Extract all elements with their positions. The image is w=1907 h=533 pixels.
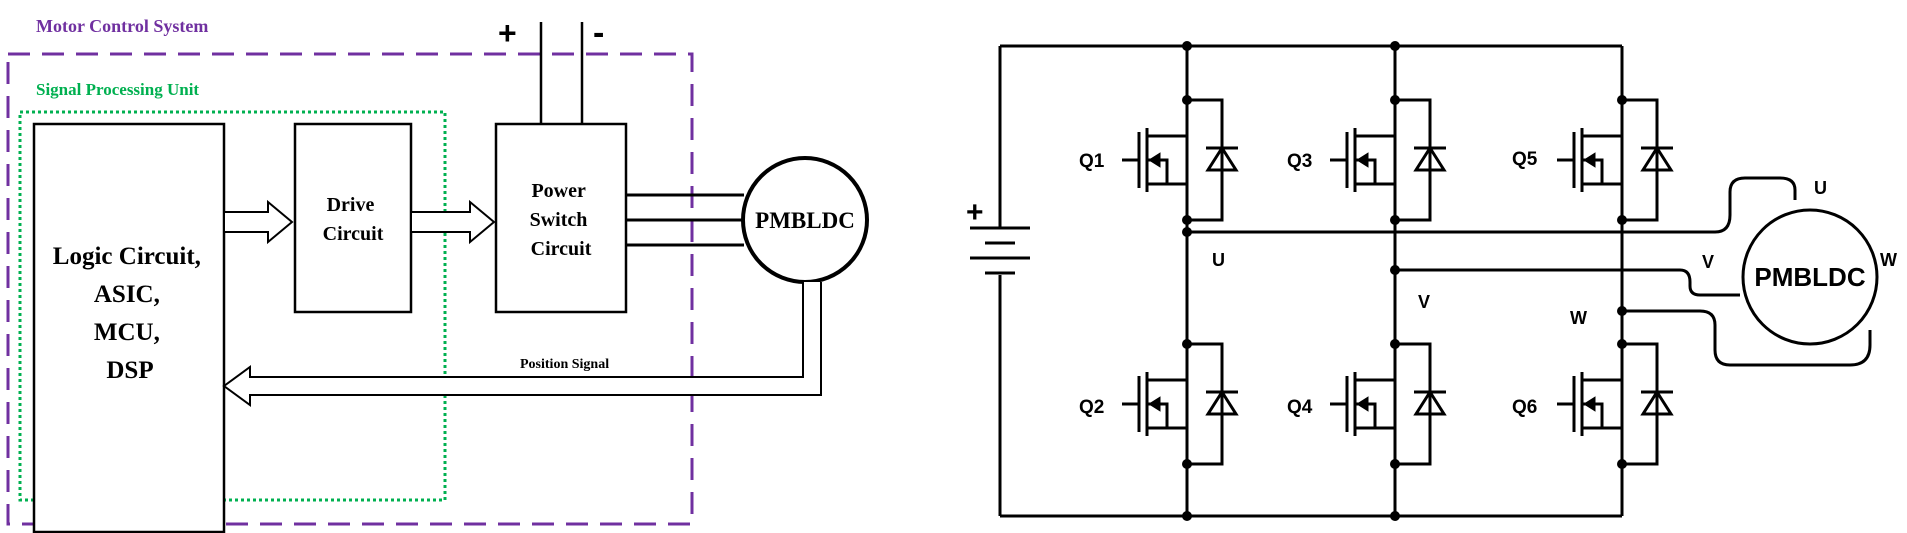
transistor-label-q3: Q3 (1287, 151, 1312, 172)
motor-label-w: W (1880, 250, 1897, 270)
power-switch-circuit-block (494, 122, 628, 314)
pmbldc-motor-right-label: PMBLDC (1754, 262, 1865, 292)
signal-processing-unit-title: Signal Processing Unit (36, 80, 199, 99)
block-diagram: Motor Control System Signal Processing U… (6, 14, 869, 533)
transistor-label-q1: Q1 (1079, 151, 1105, 172)
mosfet-q4 (1330, 339, 1447, 469)
position-signal-label: Position Signal (520, 357, 609, 372)
transistor-label-q6: Q6 (1512, 397, 1537, 418)
power-switch-circuit-label: Power Switch Circuit (530, 180, 593, 260)
battery-plus-sign: + (966, 196, 984, 229)
mosfet-group (1122, 95, 1674, 469)
mosfet-q6 (1557, 339, 1674, 469)
node-label-u: U (1212, 250, 1225, 270)
node-label-v: V (1418, 292, 1430, 312)
transistor-label-q5: Q5 (1512, 149, 1538, 170)
three-phase-lines (626, 193, 744, 247)
pmbldc-motor-right (1741, 208, 1879, 346)
drive-to-power-arrow (410, 199, 496, 245)
logic-circuit-label: Logic Circuit, ASIC, MCU, DSP (53, 243, 207, 384)
motor-control-system-box (6, 52, 694, 526)
mosfet-q5 (1557, 95, 1674, 225)
dc-plus-sign: + (498, 15, 517, 51)
motor-label-u: U (1814, 178, 1827, 198)
transistor-label-q2: Q2 (1079, 397, 1104, 418)
phase-u-wire (1187, 176, 1797, 234)
signal-processing-unit-box (18, 110, 447, 502)
node-label-w: W (1570, 308, 1587, 328)
position-signal-arrow (222, 282, 822, 407)
mosfet-q1 (1122, 95, 1239, 225)
pmbldc-motor-left-label: PMBLDC (755, 208, 855, 233)
drive-circuit-block (293, 122, 413, 314)
phase-w-wire (1622, 309, 1872, 367)
motor-control-system-title: Motor Control System (36, 16, 208, 36)
drive-circuit-label: Drive Circuit (323, 194, 384, 245)
logic-to-drive-arrow (223, 199, 294, 245)
dc-minus-sign: - (593, 14, 604, 52)
motor-label-v: V (1702, 252, 1714, 272)
inverter-schematic (970, 41, 1872, 521)
mosfet-q3 (1330, 95, 1447, 225)
logic-circuit-block (32, 122, 226, 533)
mosfet-q2 (1122, 339, 1239, 469)
phase-v-wire (1395, 268, 1740, 297)
transistor-label-q4: Q4 (1287, 397, 1313, 418)
